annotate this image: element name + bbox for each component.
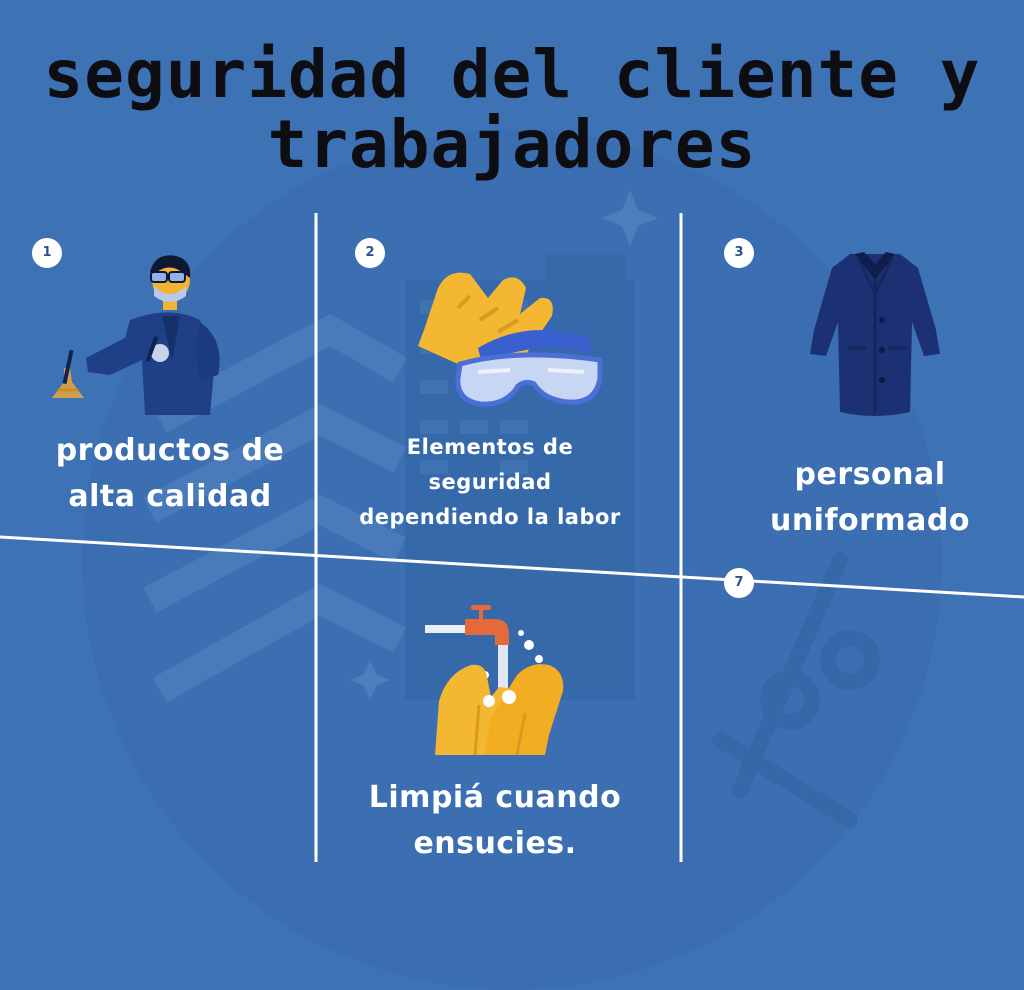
badge-7: 7 xyxy=(724,568,754,598)
caption-panel-3-line-1: personal xyxy=(794,457,946,492)
caption-panel-1-line-1: productos de xyxy=(55,433,285,468)
gloves-goggles-icon xyxy=(418,272,603,407)
caption-panel-3: personal uniformado xyxy=(715,452,1024,544)
bg-stars xyxy=(350,190,658,700)
caption-panel-4-line-2: ensucies. xyxy=(413,826,577,861)
caption-panel-2-line-2: seguridad xyxy=(428,470,552,494)
title-line-2: trabajadores xyxy=(267,106,757,183)
badge-2: 2 xyxy=(355,238,385,268)
title-line-1: seguridad del cliente y xyxy=(43,36,981,113)
lab-coat-icon xyxy=(810,252,940,416)
caption-panel-4: Limpiá cuando ensucies. xyxy=(340,775,650,867)
caption-panel-1: productos de alta calidad xyxy=(20,428,320,520)
bg-tools xyxy=(712,552,880,828)
bg-chevrons xyxy=(143,314,407,703)
caption-panel-2-line-1: Elementos de xyxy=(406,435,574,459)
badge-1: 1 xyxy=(32,238,62,268)
caption-panel-1-line-2: alta calidad xyxy=(68,479,272,514)
caption-panel-2: Elementos de seguridad dependiendo la la… xyxy=(330,430,650,535)
caption-panel-3-line-2: uniformado xyxy=(769,503,971,538)
divider-horizontal xyxy=(0,535,1024,599)
badge-3: 3 xyxy=(724,238,754,268)
page-title: seguridad del cliente y trabajadores xyxy=(0,40,1024,180)
hand-washing-icon xyxy=(425,605,564,756)
caption-panel-2-line-3: dependiendo la labor xyxy=(359,505,621,529)
scientist-icon xyxy=(52,255,220,415)
caption-panel-4-line-1: Limpiá cuando xyxy=(368,780,622,815)
